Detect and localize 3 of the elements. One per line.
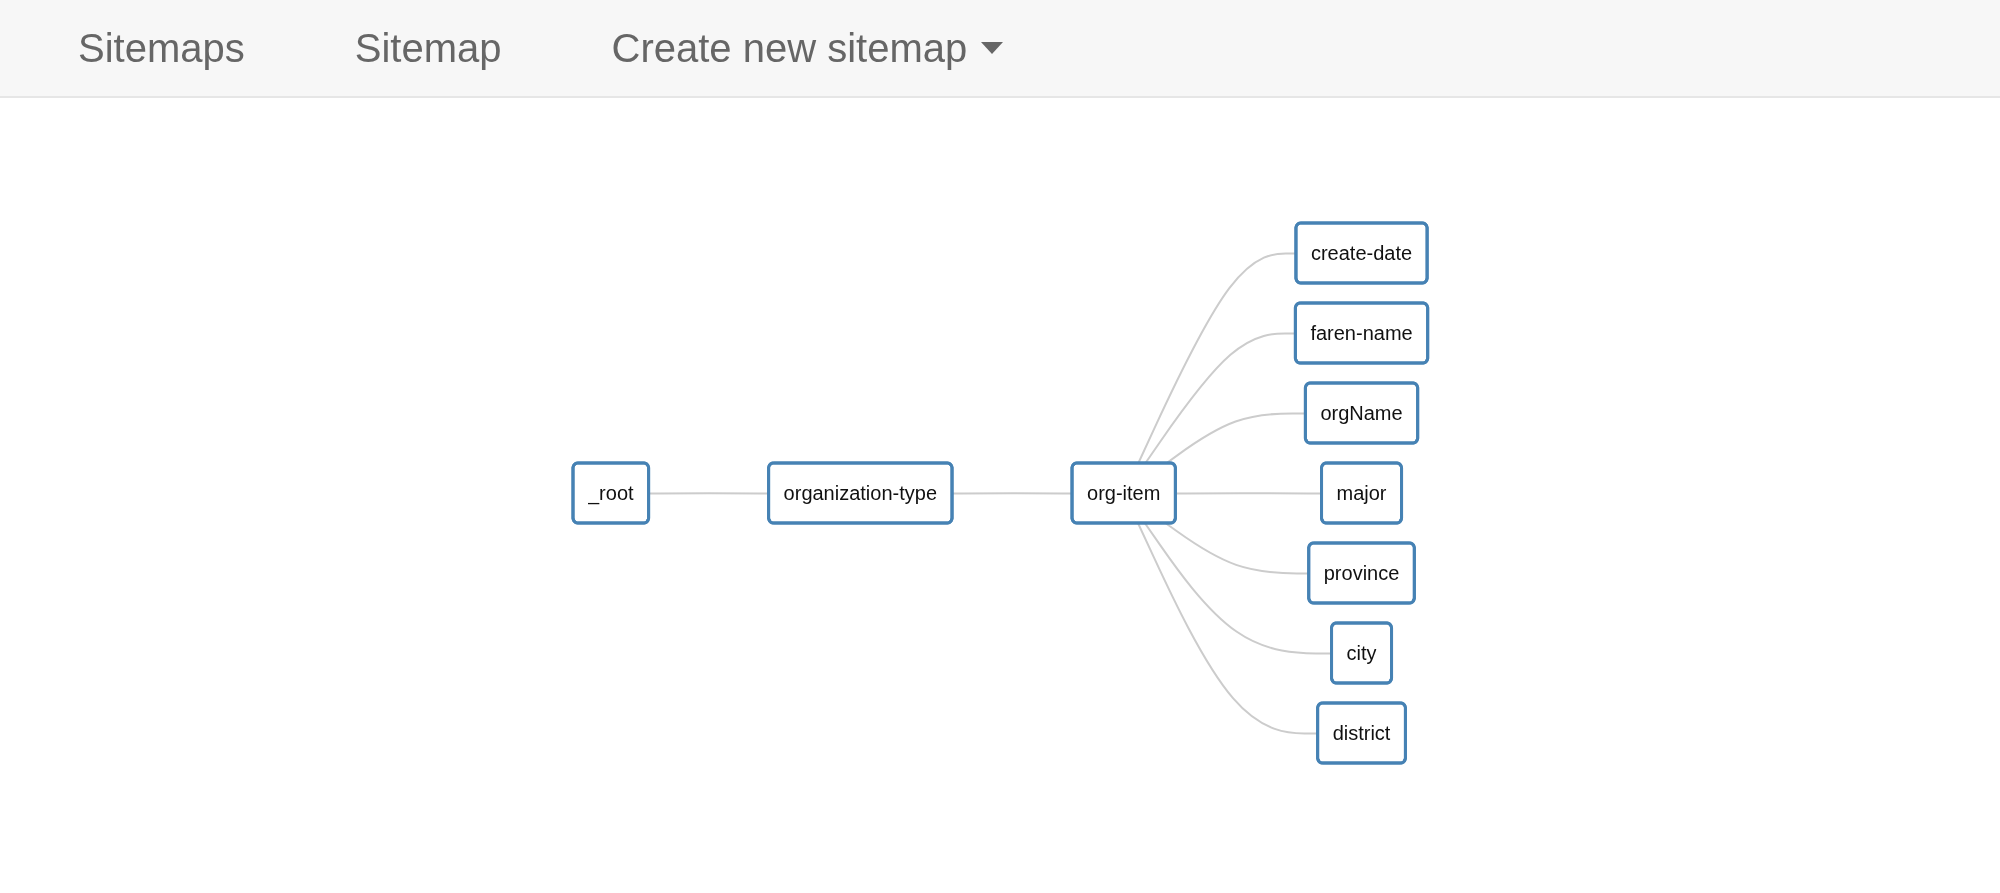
nav-link: Sitemap	[354, 25, 502, 71]
nav-link: Sitemaps	[78, 25, 245, 71]
nav-link: Create new sitemap	[611, 25, 968, 71]
